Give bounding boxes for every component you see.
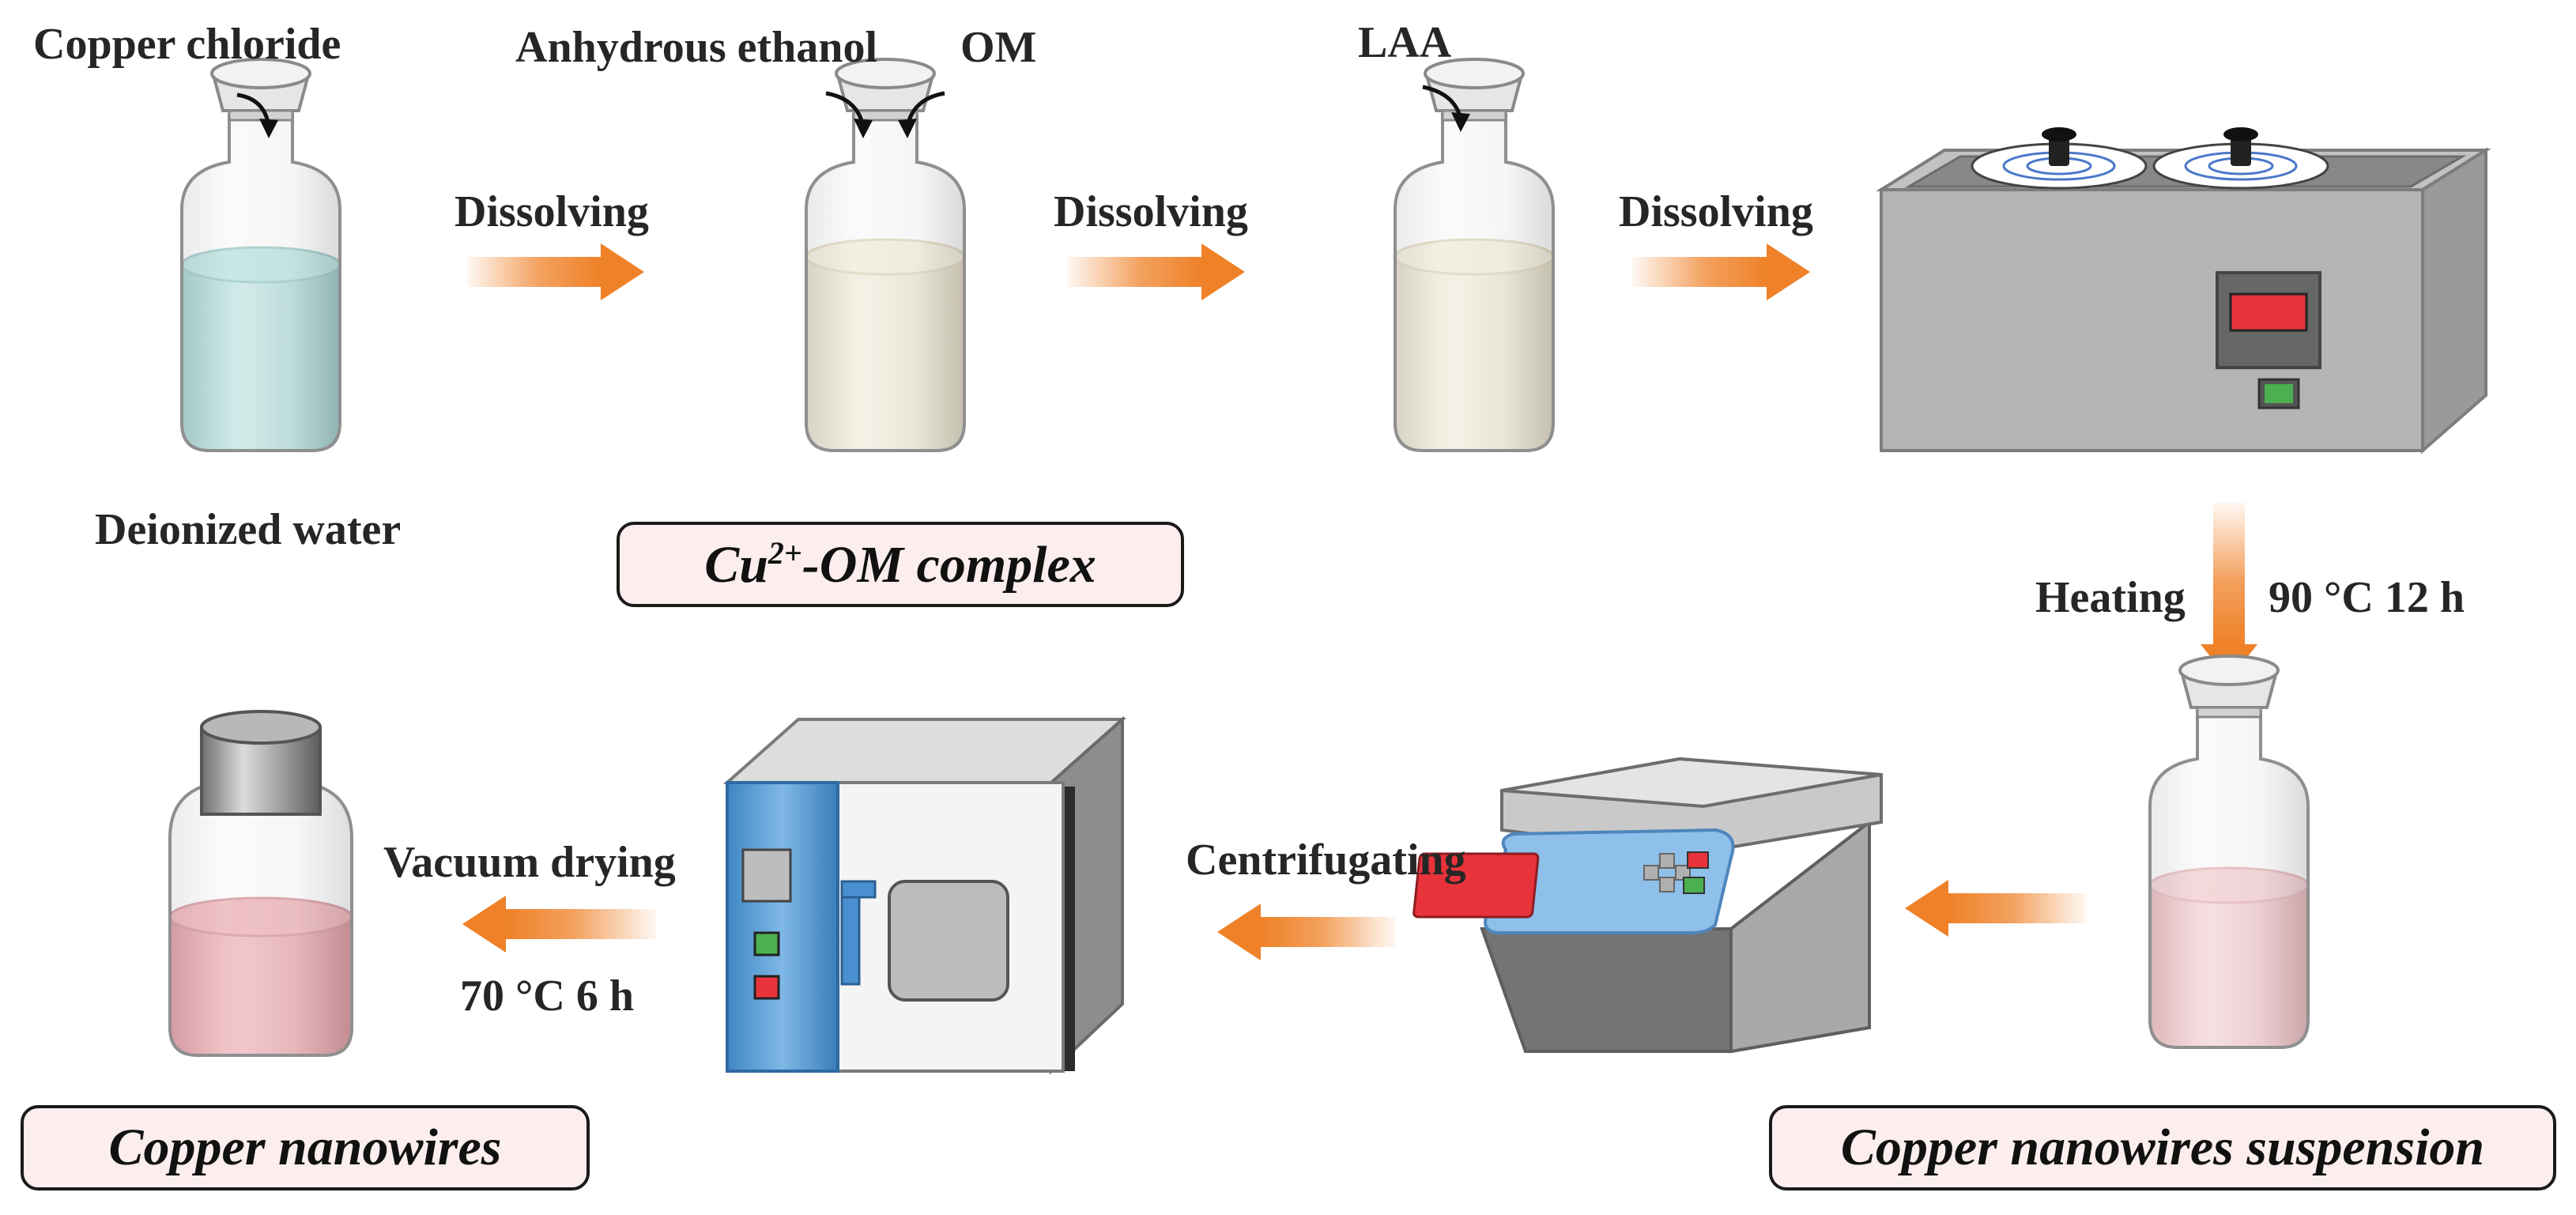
process-arrow xyxy=(1217,904,1395,960)
anhydrous-ethanol-label: Anhydrous ethanol xyxy=(515,23,878,72)
process-arrow xyxy=(1632,243,1810,300)
capped-bottle-icon xyxy=(168,710,353,1057)
reagent-bottle-icon xyxy=(180,58,341,452)
arrowhead-icon xyxy=(854,119,873,138)
vacuum-oven-icon xyxy=(722,715,1127,1075)
copper-nanowires-text: Copper nanowires xyxy=(108,1119,502,1176)
process-arrow xyxy=(2201,502,2257,680)
reagent-bottle-icon xyxy=(1394,58,1555,452)
copper-nanowires-suspension-text: Copper nanowires suspension xyxy=(1840,1119,2485,1176)
cu-om-complex-box: Cu2+-OM complex xyxy=(617,522,1184,607)
process-arrow xyxy=(462,896,656,953)
complex-ion-charge: 2+ xyxy=(768,534,802,571)
heating-label: Heating xyxy=(2035,573,2186,622)
reagent-bottle-icon xyxy=(805,58,966,452)
process-arrow xyxy=(466,243,644,300)
drying-conditions-label: 70 °C 6 h xyxy=(460,972,634,1021)
dissolving-step-2-label: Dissolving xyxy=(1054,187,1248,236)
copper-chloride-label: Copper chloride xyxy=(33,20,341,69)
vacuum-drying-label: Vacuum drying xyxy=(383,838,676,887)
laa-label: LAA xyxy=(1358,18,1452,67)
arrowhead-icon xyxy=(898,119,917,138)
complex-ion-symbol: Cu xyxy=(704,535,768,594)
arrowhead-icon xyxy=(1451,112,1470,132)
water-bath-icon xyxy=(1876,127,2491,455)
arrowhead-icon xyxy=(259,119,278,138)
om-label: OM xyxy=(960,23,1037,72)
dissolving-step-3-label: Dissolving xyxy=(1619,187,1813,236)
reagent-bottle-icon xyxy=(2148,655,2310,1049)
heating-conditions-label: 90 °C 12 h xyxy=(2269,573,2465,622)
copper-nanowires-suspension-box: Copper nanowires suspension xyxy=(1769,1105,2556,1190)
cu-om-complex-text: Cu2+-OM complex xyxy=(704,534,1096,595)
process-arrow xyxy=(1067,243,1245,300)
centrifuge-icon xyxy=(1412,757,1883,1054)
copper-nanowires-box: Copper nanowires xyxy=(21,1105,590,1190)
dissolving-step-1-label: Dissolving xyxy=(454,187,649,236)
centrifugating-label: Centrifugating xyxy=(1186,836,1466,885)
complex-suffix-text: -OM complex xyxy=(801,535,1096,594)
deionized-water-label: Deionized water xyxy=(95,505,402,554)
process-arrow xyxy=(1905,880,2087,937)
